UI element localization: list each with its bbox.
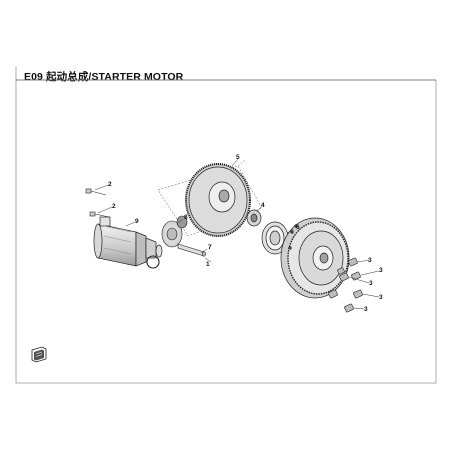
idler-shaft xyxy=(177,243,206,257)
callout-part-6: 6 xyxy=(296,224,300,231)
idler-gear-small xyxy=(161,215,188,248)
callout-part-5: 5 xyxy=(236,154,240,161)
callout-part-2-lower: 2 xyxy=(112,203,116,210)
callout-part-4: 4 xyxy=(261,202,265,209)
callout-part-9: 9 xyxy=(135,218,139,225)
callout-part-3-a: 3 xyxy=(368,257,372,264)
bearing xyxy=(246,209,262,227)
book-reference-icon xyxy=(31,346,47,363)
callout-part-7: 7 xyxy=(208,244,212,251)
drawing-frame xyxy=(15,66,437,384)
callout-part-3-e: 3 xyxy=(364,306,368,313)
o-ring xyxy=(146,255,160,269)
callout-labels: 1 2 2 3 3 3 3 3 4 5 6 7 8 9 xyxy=(108,154,383,313)
callout-part-3-b: 3 xyxy=(379,267,383,274)
callout-part-3-c: 3 xyxy=(369,280,373,287)
starter-motor xyxy=(93,216,163,267)
rotor-bolts xyxy=(328,257,363,313)
flywheel-rotor xyxy=(280,217,350,299)
leader-lines xyxy=(94,158,380,310)
callout-part-1: 1 xyxy=(206,261,210,268)
callout-part-2-upper: 2 xyxy=(108,181,112,188)
one-way-clutch xyxy=(261,221,289,255)
starter-driven-gear xyxy=(185,163,251,237)
motor-bolts xyxy=(85,188,110,218)
callout-part-3-d: 3 xyxy=(379,294,383,301)
callout-part-8: 8 xyxy=(184,214,188,221)
